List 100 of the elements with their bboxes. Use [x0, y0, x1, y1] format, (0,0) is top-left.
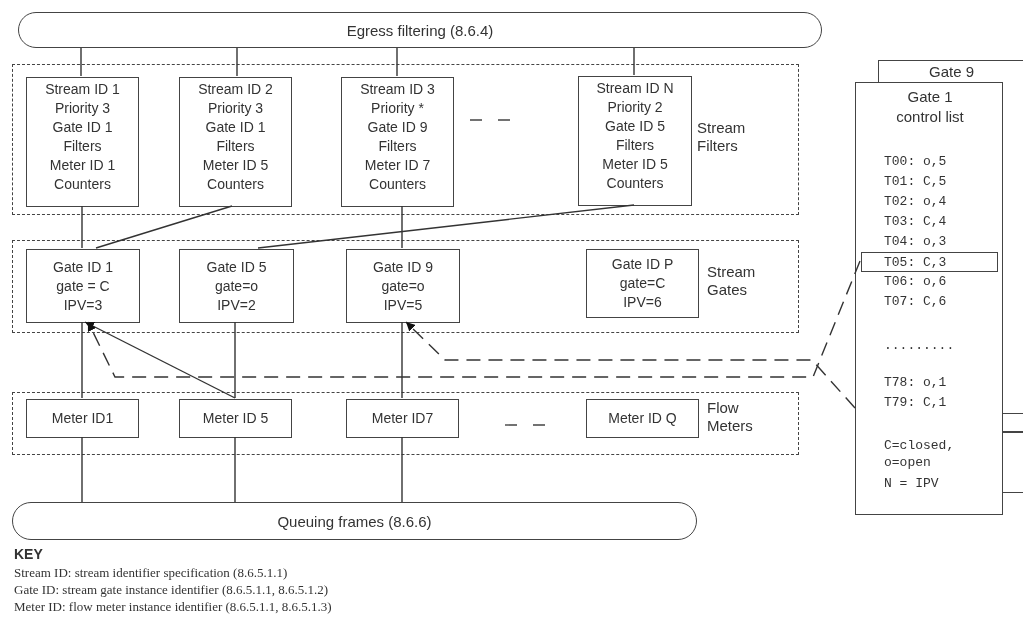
- node-text: Meter ID 7: [364, 156, 431, 175]
- stream-gate-box: [179, 249, 294, 323]
- connector-line: [236, 47, 238, 77]
- node-text: Filters: [63, 137, 102, 156]
- connector-line: [633, 47, 635, 76]
- node-text: Gate ID 1: [205, 118, 266, 137]
- flow-meter-box: [179, 399, 292, 438]
- node-text: gate = C: [56, 276, 110, 296]
- connector-line: [95, 205, 233, 249]
- connector-line: [401, 436, 403, 503]
- node-text: Gate ID 1: [52, 118, 113, 137]
- connector-line: [396, 47, 398, 77]
- node-text: Meter ID 5: [202, 156, 269, 175]
- group-frame: [12, 240, 799, 333]
- band-label: Egress filtering (8.6.4): [346, 21, 494, 39]
- node-text: Meter ID 5: [602, 155, 668, 174]
- control-list-entry: T79: C,1: [884, 394, 947, 411]
- node-text: Priority *: [371, 99, 424, 118]
- node-text: Gate ID 5: [206, 257, 267, 277]
- node-text: Meter ID 5: [202, 409, 269, 428]
- control-list-entry: T06: o,6: [884, 273, 947, 290]
- key-entry: Meter ID: flow meter instance identifier (8.6.5.1.1, 8.6.5.1.3): [14, 599, 332, 615]
- node-text: Stream ID 2: [198, 80, 273, 99]
- band-label: Queuing frames (8.6.6): [277, 512, 432, 530]
- key-entry: Gate ID: stream gate instance identifier (8.6.5.1.1, 8.6.5.1.2): [14, 582, 329, 598]
- stream-filter-box: [578, 76, 692, 206]
- connector-line: [234, 321, 236, 399]
- flow-meter-box: [346, 399, 459, 438]
- node-text: Filters: [378, 137, 417, 156]
- node-text: Priority 3: [54, 99, 111, 118]
- node-text: Priority 3: [207, 99, 264, 118]
- connector-line: [234, 436, 236, 503]
- node-text: Priority 2: [607, 98, 663, 117]
- node-text: Gate ID 1: [53, 257, 113, 277]
- node-text: Counters: [369, 175, 426, 194]
- node-text: Stream ID 1: [45, 80, 120, 99]
- node-text: Meter ID1: [51, 409, 114, 428]
- connector-line: [401, 205, 403, 249]
- node-text: Stream ID 3: [360, 80, 435, 99]
- node-text: Meter ID Q: [608, 409, 677, 428]
- arrow: [87, 260, 861, 378]
- stream-filter-box: [26, 77, 139, 207]
- node-text: gate=o: [381, 276, 425, 296]
- arrow: [405, 321, 856, 409]
- node-text: Stream ID N: [596, 79, 674, 98]
- control-list-card: [878, 60, 1023, 83]
- control-list-entry: T05: C,3: [884, 254, 947, 271]
- stream-filter-box: [341, 77, 454, 207]
- stream-gate-box: [586, 249, 699, 318]
- control-list-entry: .........: [884, 337, 955, 354]
- control-list-entry: T00: o,5: [884, 153, 947, 170]
- connector-line: [81, 205, 83, 249]
- node-text: Filters: [216, 137, 255, 156]
- flow-meter-box: [586, 399, 699, 438]
- node-text: Filters: [615, 136, 655, 155]
- group-label: Stream Filters: [697, 119, 747, 155]
- node-text: IPV=2: [217, 295, 256, 315]
- node-text: IPV=5: [383, 295, 423, 315]
- stacked-card: [1003, 432, 1023, 493]
- control-list-heading: Gate 1 control list: [895, 87, 965, 127]
- node-text: Counters: [54, 175, 111, 194]
- key-entry: Stream ID: stream identifier specification (8.6.5.1.1): [14, 565, 288, 581]
- arrow: [84, 321, 236, 399]
- node-text: Meter ID7: [371, 409, 434, 428]
- control-list-entry: T07: C,6: [884, 293, 947, 310]
- connector-line: [80, 47, 82, 77]
- node-text: gate=o: [214, 276, 259, 296]
- flow-meter-box: [26, 399, 139, 438]
- process-band: [18, 12, 822, 48]
- connector-line: [81, 321, 83, 399]
- node-text: IPV=3: [63, 295, 103, 315]
- stream-gate-box: [346, 249, 460, 323]
- node-text: IPV=6: [623, 293, 662, 312]
- control-list-card: [855, 82, 1003, 515]
- group-frame: [12, 64, 799, 215]
- highlighted-row-box: [861, 252, 998, 272]
- node-text: Counters: [207, 175, 264, 194]
- group-frame: [12, 392, 799, 455]
- card-title: Gate 9: [928, 63, 975, 80]
- node-text: Counters: [606, 174, 664, 193]
- stream-filter-box: [179, 77, 292, 207]
- node-text: Meter ID 1: [49, 156, 116, 175]
- process-band: [12, 502, 697, 540]
- control-list-entry: T02: o,4: [884, 193, 947, 210]
- connector-line: [81, 436, 83, 503]
- stream-gate-box: [26, 249, 140, 323]
- key-heading: KEY: [14, 546, 43, 562]
- node-text: Gate ID 9: [373, 257, 433, 277]
- control-list-entry: N = IPV: [884, 475, 939, 492]
- stacked-card: [1003, 413, 1023, 432]
- node-text: Gate ID 9: [367, 118, 428, 137]
- node-text: gate=C: [619, 274, 666, 293]
- control-list-entry: T04: o,3: [884, 233, 947, 250]
- control-list-entry: T78: o,1: [884, 374, 947, 391]
- node-text: Gate ID 5: [605, 117, 665, 136]
- control-list-entry: T01: C,5: [884, 173, 947, 190]
- group-label: Flow Meters: [707, 399, 754, 435]
- node-text: Gate ID P: [611, 255, 674, 274]
- group-label: Stream Gates: [707, 263, 757, 299]
- connector-line: [401, 321, 403, 399]
